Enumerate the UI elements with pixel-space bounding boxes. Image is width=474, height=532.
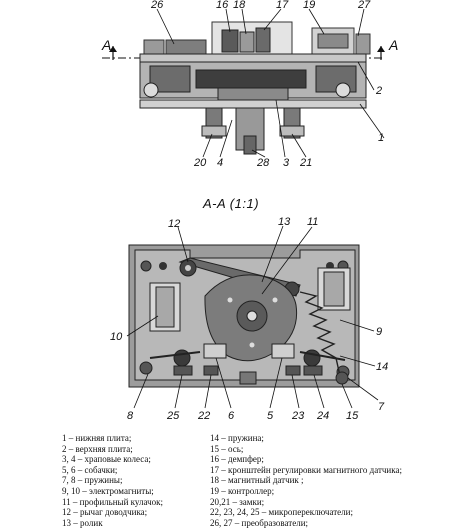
- lower-plate-1: [139, 99, 367, 109]
- legend-item: 18 – магнитный датчик ;: [210, 475, 304, 486]
- legend-item: 5, 6 – собачки;: [62, 464, 118, 475]
- callout-18: 18: [233, 0, 246, 11]
- legend-right-column: 14 – пружина; 15 – ось; 16 – демпфер; 17…: [210, 433, 402, 528]
- callout-8: 8: [127, 410, 134, 422]
- legend-item: 19 – контроллер;: [210, 485, 275, 496]
- microswitch-25: [173, 365, 193, 376]
- callout-14: 14: [376, 361, 388, 373]
- callout-1: 1: [378, 132, 384, 144]
- converter-27: [355, 33, 371, 55]
- legend-item: 20,21 – замки;: [210, 496, 265, 507]
- callout-9: 9: [376, 326, 382, 338]
- callout-6: 6: [228, 410, 235, 422]
- legend-item: 7, 8 – пружины;: [62, 475, 123, 486]
- callout-22: 22: [197, 410, 210, 422]
- callout-21: 21: [299, 157, 312, 169]
- legend-left-column: 1 – нижняя плита; 2 – верхняя плита; 3, …: [62, 433, 163, 528]
- damper-16: [221, 29, 239, 53]
- microswitch-24: [303, 365, 323, 376]
- callout-13: 13: [278, 216, 291, 228]
- legend-item: 13 – ролик: [62, 517, 103, 528]
- legend-item: 17 – кронштейн регулировки магнитного да…: [210, 464, 402, 475]
- callout-15: 15: [346, 410, 359, 422]
- microswitch-23: [285, 365, 301, 376]
- section-marker-left: A: [101, 37, 111, 53]
- pawl-5: [271, 343, 295, 359]
- callout-24: 24: [316, 410, 329, 422]
- legend-item: 3, 4 – храповые колеса;: [62, 454, 151, 465]
- top-view: A A: [101, 0, 398, 169]
- spring-14: [299, 291, 341, 377]
- pawl-6: [203, 343, 227, 359]
- callout-16: 16: [216, 0, 229, 11]
- callout-3: 3: [283, 157, 290, 169]
- part-28: [243, 135, 257, 155]
- legend-item: 2 – верхняя плита;: [62, 443, 133, 454]
- callout-27: 27: [357, 0, 371, 11]
- legend-item: 11 – профильный кулачок;: [62, 496, 164, 507]
- callout-7: 7: [378, 401, 385, 413]
- callout-19: 19: [303, 0, 315, 11]
- callout-12: 12: [168, 218, 180, 230]
- callout-2: 2: [375, 85, 382, 97]
- axis-15: [335, 371, 349, 385]
- legend-item: 14 – пружина;: [210, 433, 264, 443]
- upper-plate-2: [139, 53, 367, 63]
- section-marker-right: A: [388, 37, 398, 53]
- legend-item: 1 – нижняя плита;: [62, 433, 132, 443]
- converter-26: [143, 39, 165, 55]
- legend-item: 22, 23, 24, 25 – микропереключатели;: [210, 507, 353, 518]
- callout-5: 5: [267, 410, 274, 422]
- magnetic-sensor-18: [239, 31, 255, 53]
- callout-26: 26: [150, 0, 164, 11]
- legend-item: 12 – рычаг доводчика;: [62, 507, 148, 518]
- microswitch-22: [203, 365, 219, 376]
- legend-item: 16 – демпфер;: [210, 454, 264, 465]
- callout-23: 23: [291, 410, 305, 422]
- bracket-17: [255, 27, 271, 53]
- callout-20: 20: [193, 157, 207, 169]
- legend-item: 15 – ось;: [210, 443, 244, 454]
- callout-10: 10: [110, 331, 123, 343]
- legend-item: 26, 27 – преобразователи;: [210, 517, 309, 528]
- section-title: A-A (1:1): [202, 196, 259, 211]
- callout-4: 4: [217, 157, 223, 169]
- legend-item: 9, 10 – электромагниты;: [62, 485, 154, 496]
- section-view: 12 13 11 10 9 14 8 25 22 6 5 23 24 15 7: [110, 216, 388, 422]
- callout-11: 11: [307, 216, 318, 228]
- callout-25: 25: [166, 410, 180, 422]
- callout-28: 28: [256, 157, 270, 169]
- callout-17: 17: [276, 0, 289, 11]
